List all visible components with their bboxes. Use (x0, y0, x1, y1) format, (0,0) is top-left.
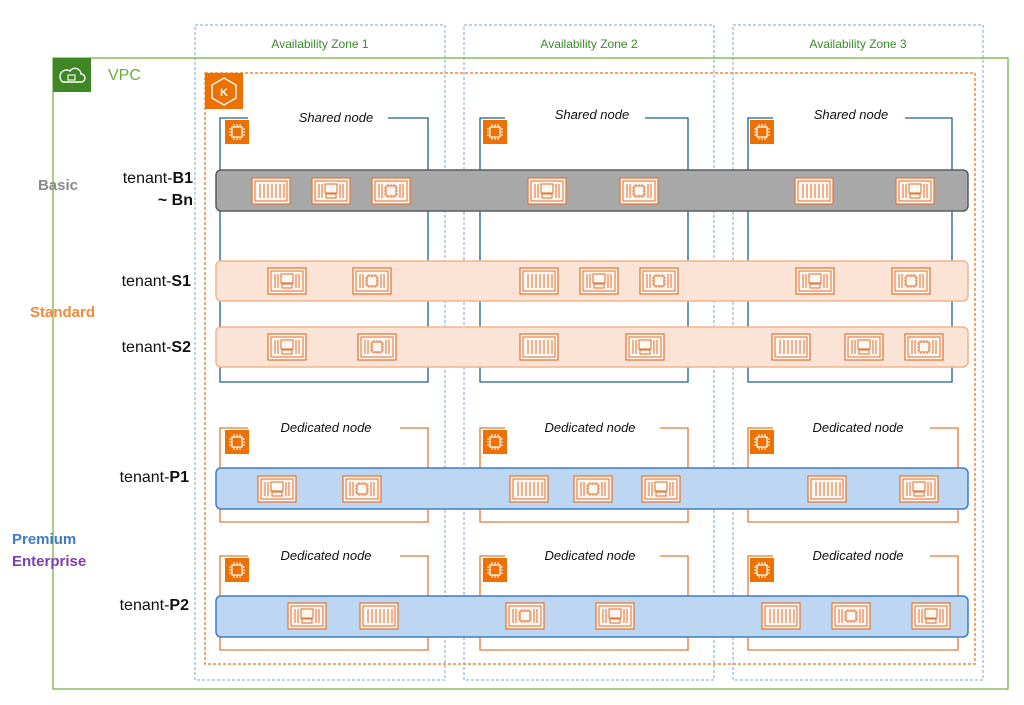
container-icon (359, 602, 399, 630)
tier-enterprise-label: Enterprise (12, 553, 86, 570)
chip-icon (342, 475, 382, 503)
cloud-lock-icon (53, 58, 91, 92)
container-icon (519, 267, 559, 295)
svg-text:K: K (220, 87, 228, 99)
dedicated-node-3-label: Dedicated node (812, 420, 903, 435)
tier-standard-label: Standard (30, 304, 95, 321)
chip-icon (573, 475, 613, 503)
chip-icon (482, 557, 508, 583)
compute-icon (844, 333, 884, 361)
chip-icon (482, 119, 508, 145)
tenant-p2-label: tenant-P2 (120, 597, 189, 614)
chip-icon (505, 602, 545, 630)
tenant-s1-label: tenant-S1 (122, 273, 191, 290)
chip-icon (224, 557, 250, 583)
compute-icon (625, 333, 665, 361)
chip-icon (224, 429, 250, 455)
compute-icon (911, 602, 951, 630)
shared-node-3-label: Shared node (814, 107, 888, 122)
container-icon (519, 333, 559, 361)
container-icon (761, 602, 801, 630)
container-icon (807, 475, 847, 503)
chip-icon (831, 602, 871, 630)
compute-icon (795, 267, 835, 295)
chip-icon (639, 267, 679, 295)
compute-icon (899, 475, 939, 503)
container-icon (509, 475, 549, 503)
chip-icon (357, 333, 397, 361)
compute-icon (527, 177, 567, 205)
tenant-b1-label: tenant-B1 (123, 170, 193, 187)
chip-icon (482, 429, 508, 455)
dedicated-node-p2-az2 (479, 555, 689, 651)
container-icon (771, 333, 811, 361)
chip-icon (352, 267, 392, 295)
eks-cluster-boundary (204, 72, 976, 665)
shared-node-3 (747, 117, 953, 383)
chip-icon (891, 267, 931, 295)
shared-node-1 (219, 117, 429, 383)
dedicated-node-p1-az2 (479, 427, 689, 523)
vpc-label: VPC (108, 67, 141, 84)
az-3-label: Availability Zone 3 (809, 37, 906, 51)
vpc-boundary (52, 57, 1009, 690)
chip-icon (749, 429, 775, 455)
tenant-p1-label: tenant-P1 (120, 469, 189, 486)
tenant-s2-label: tenant-S2 (122, 339, 191, 356)
eks-icon: K (205, 73, 243, 109)
dedicated-node-2-label: Dedicated node (544, 420, 635, 435)
chip-icon (224, 119, 250, 145)
compute-icon (267, 267, 307, 295)
shared-node-2 (479, 117, 689, 383)
compute-icon (895, 177, 935, 205)
shared-node-2-label: Shared node (555, 107, 629, 122)
compute-icon (267, 333, 307, 361)
dedicated-node-p1-az1 (219, 427, 429, 523)
chip-icon (749, 119, 775, 145)
az-1-label: Availability Zone 1 (271, 37, 368, 51)
dedicated-node-1-label: Dedicated node (280, 420, 371, 435)
tenant-bn-label: ~ Bn (158, 192, 193, 209)
chip-icon (619, 177, 659, 205)
shared-node-1-label: Shared node (299, 110, 373, 125)
az-2-label: Availability Zone 2 (540, 37, 637, 51)
chip-icon (371, 177, 411, 205)
compute-icon (311, 177, 351, 205)
container-icon (794, 177, 834, 205)
tier-premium-label: Premium (12, 531, 76, 548)
compute-icon (257, 475, 297, 503)
tier-basic-label: Basic (38, 177, 78, 194)
container-icon (251, 177, 291, 205)
dedicated-node-p2-az1 (219, 555, 429, 651)
dedicated-node-p1-az3 (747, 427, 959, 523)
compute-icon (641, 475, 681, 503)
dedicated-node-6-label: Dedicated node (812, 548, 903, 563)
chip-icon (904, 333, 944, 361)
compute-icon (579, 267, 619, 295)
chip-icon (749, 557, 775, 583)
dedicated-node-p2-az3 (747, 555, 959, 651)
compute-icon (595, 602, 635, 630)
dedicated-node-4-label: Dedicated node (280, 548, 371, 563)
dedicated-node-5-label: Dedicated node (544, 548, 635, 563)
compute-icon (287, 602, 327, 630)
